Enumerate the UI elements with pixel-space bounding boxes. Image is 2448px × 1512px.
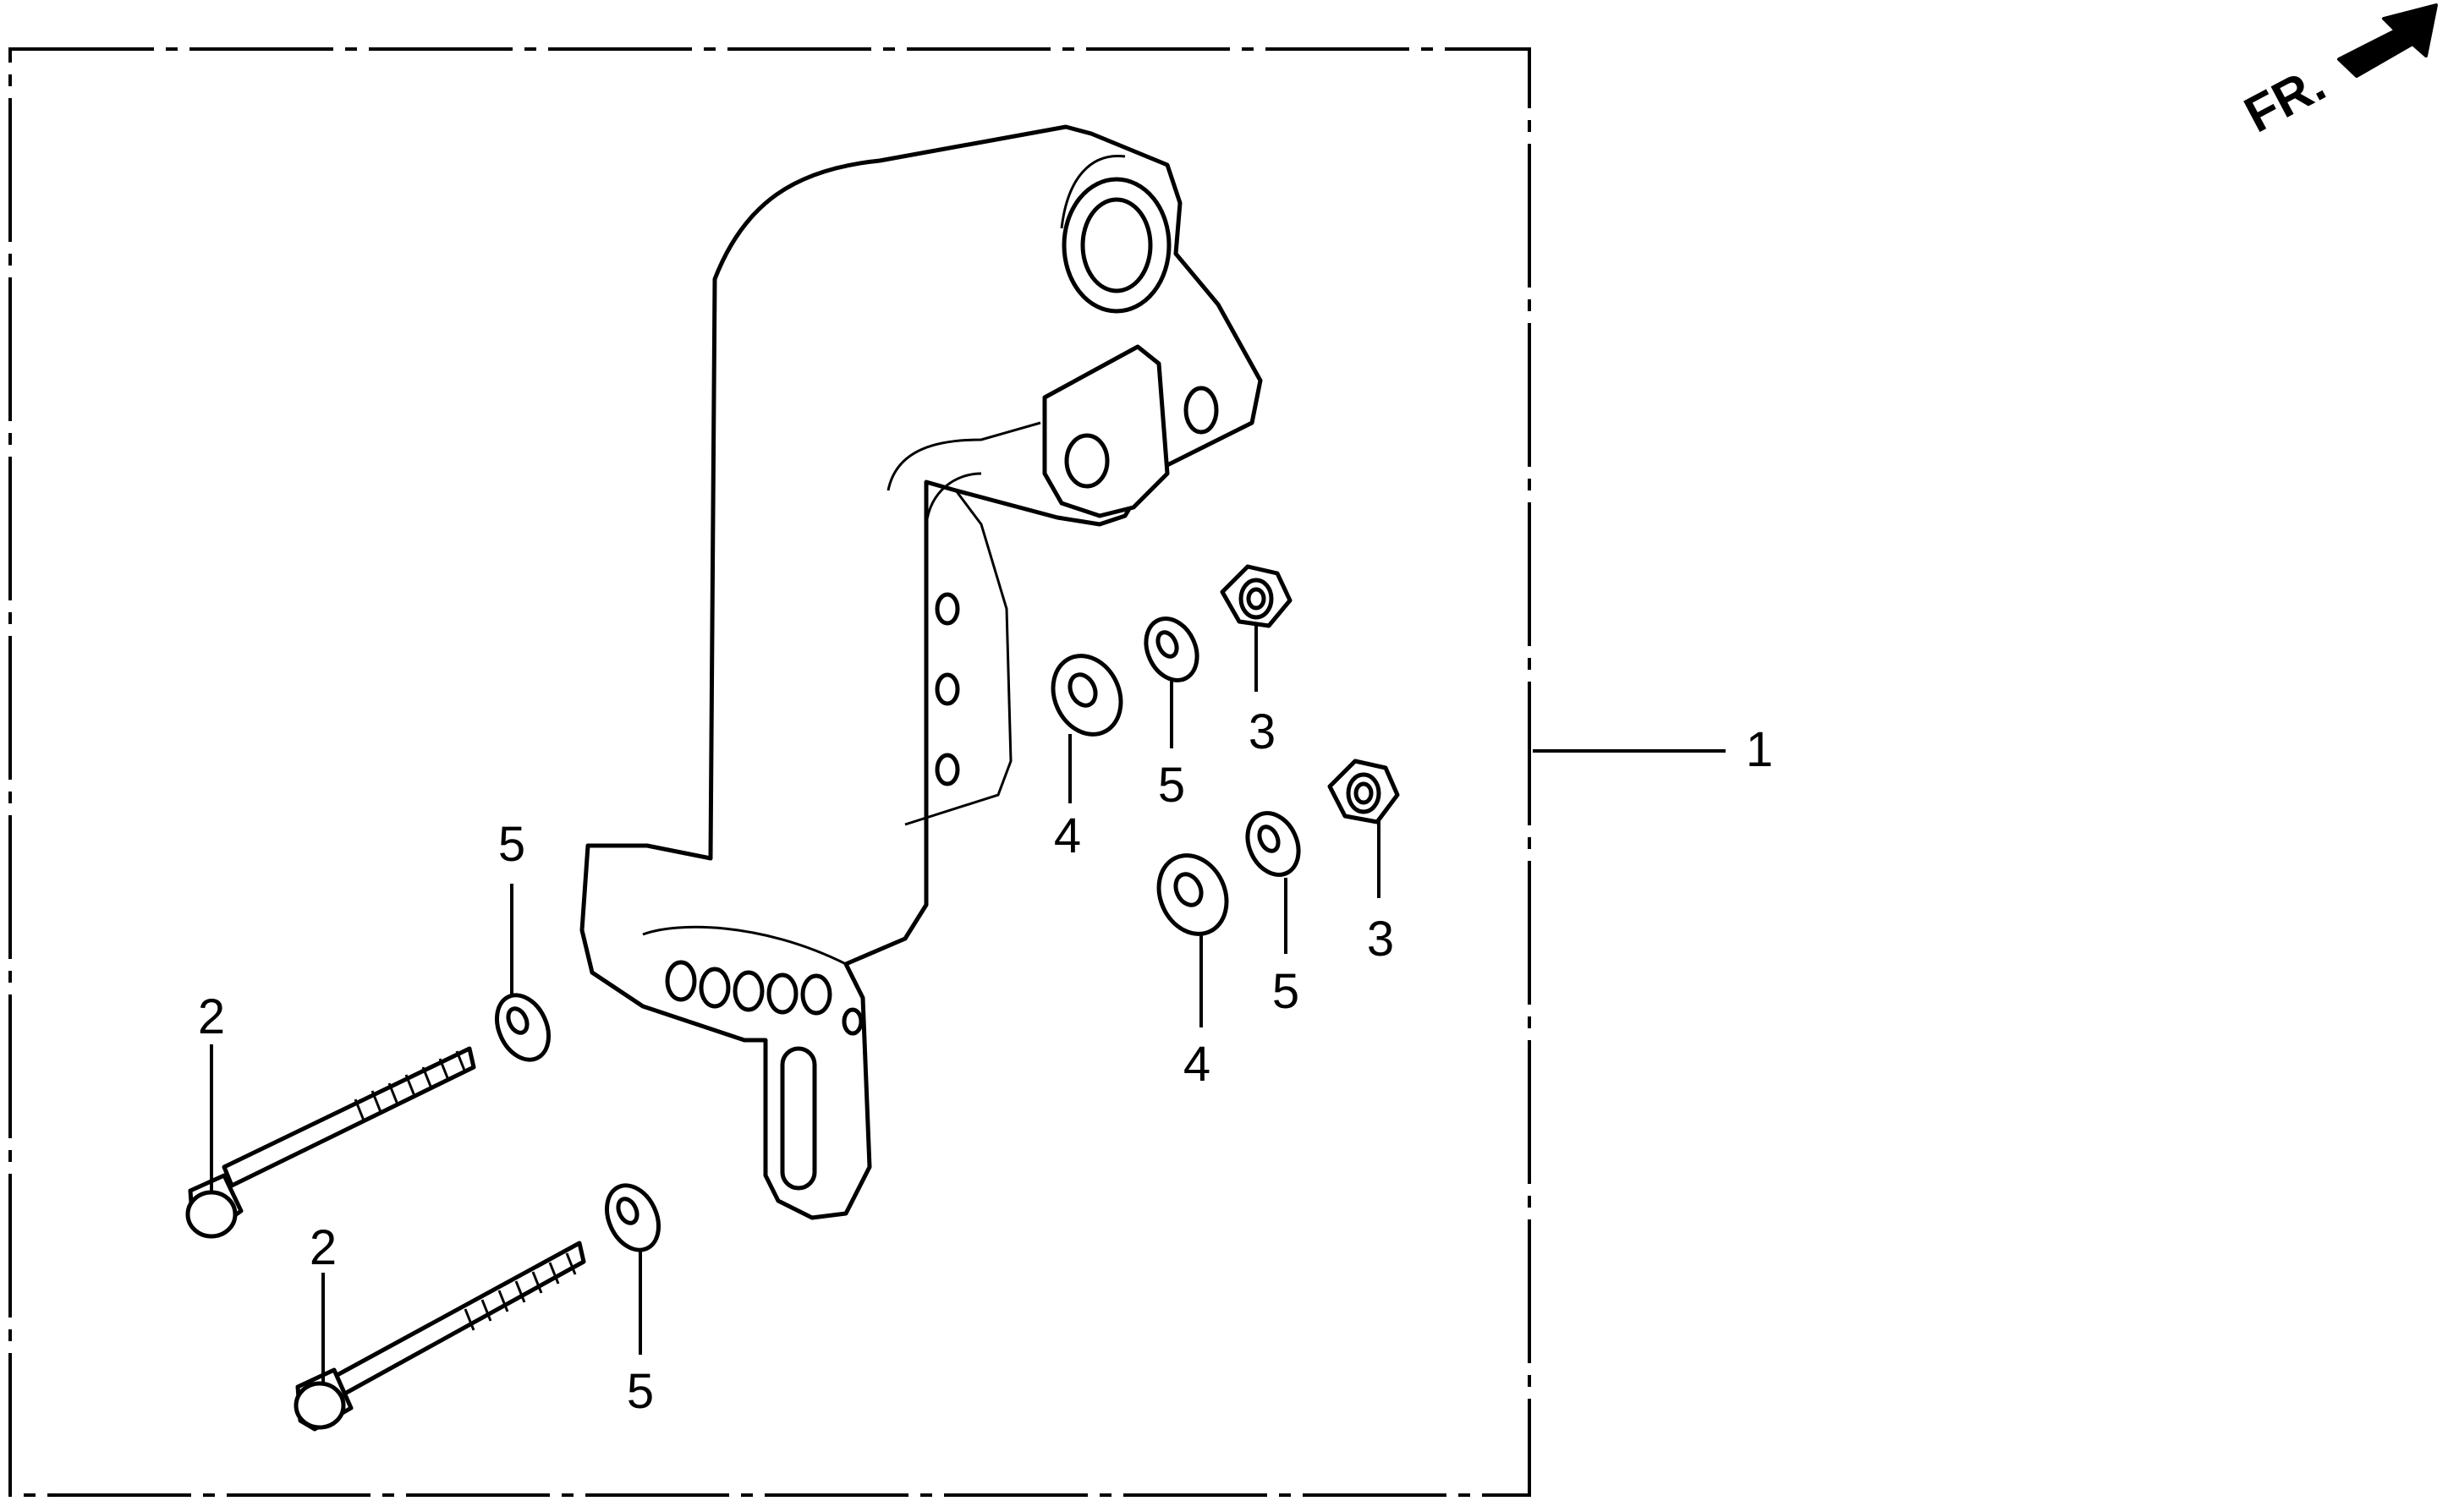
front-direction-arrow-icon: [2337, 3, 2438, 78]
bracket-part-1: [579, 124, 1263, 1220]
callout-3b: 3: [1367, 912, 1394, 967]
washer-part-5-left-upper: [495, 993, 551, 1062]
callout-4b: 4: [1183, 1037, 1210, 1092]
callout-2b: 2: [310, 1220, 337, 1275]
callout-5a: 5: [498, 817, 525, 872]
callout-3a: 3: [1249, 704, 1276, 759]
nut-part-3-upper: [1220, 564, 1293, 628]
bolt-part-2-upper: [185, 1046, 476, 1239]
washer-part-4-upper: [1051, 654, 1123, 737]
washer-part-5-upper-middle: [1144, 616, 1199, 682]
washer-part-5-left-lower: [605, 1183, 661, 1252]
washer-part-4-lower: [1156, 853, 1229, 936]
assembly-frame: [8, 47, 1531, 1497]
nut-part-3-lower: [1327, 759, 1400, 824]
callout-5d: 5: [1272, 964, 1299, 1019]
washer-part-5-lower-middle: [1245, 811, 1301, 877]
callout-5b: 5: [627, 1364, 654, 1419]
bolt-part-2-lower: [294, 1241, 586, 1432]
front-direction-label: FR.: [2236, 55, 2335, 144]
callout-5c: 5: [1158, 758, 1185, 813]
front-direction-indicator: FR.: [2236, 3, 2438, 144]
callout-4a: 4: [1054, 808, 1081, 863]
callout-1: 1: [1746, 722, 1773, 777]
callout-2a: 2: [198, 989, 225, 1044]
